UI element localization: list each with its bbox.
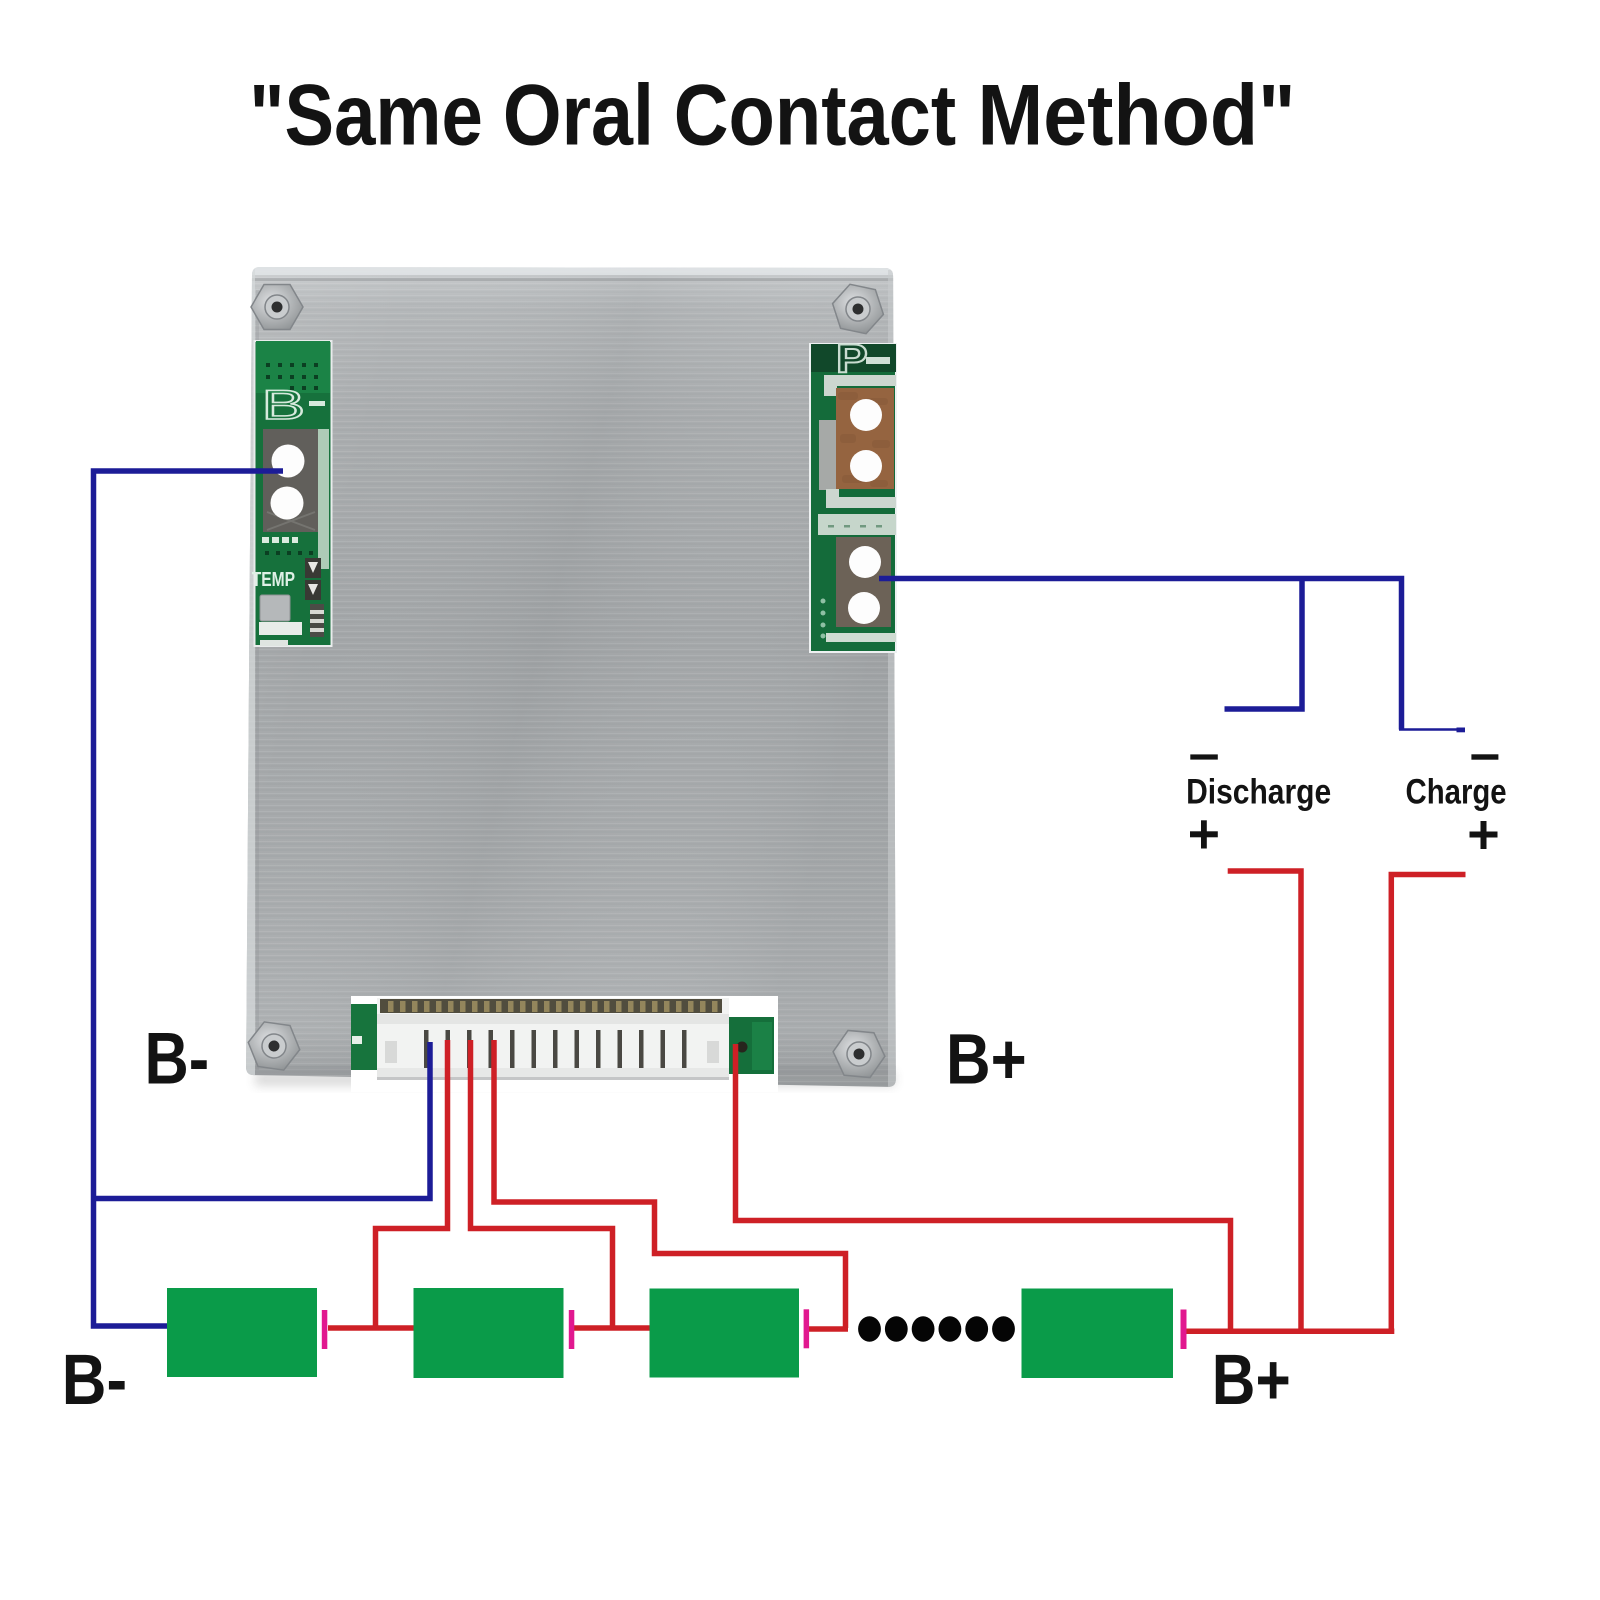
svg-text:B-: B- xyxy=(145,1018,210,1099)
svg-text:Charge: Charge xyxy=(1406,772,1507,811)
svg-text:TEMP: TEMP xyxy=(252,567,295,591)
svg-text:Discharge: Discharge xyxy=(1186,771,1331,811)
svg-text:B+: B+ xyxy=(946,1019,1027,1099)
svg-text:B-: B- xyxy=(62,1341,127,1420)
svg-text:B: B xyxy=(262,381,306,428)
svg-text:P: P xyxy=(836,337,868,381)
svg-text:Oral: Oral xyxy=(503,68,654,164)
svg-text:B+: B+ xyxy=(1212,1340,1291,1420)
svg-text:Method": Method" xyxy=(978,66,1296,163)
svg-text:"Same: "Same xyxy=(249,67,482,163)
svg-text:Contact: Contact xyxy=(674,67,956,164)
